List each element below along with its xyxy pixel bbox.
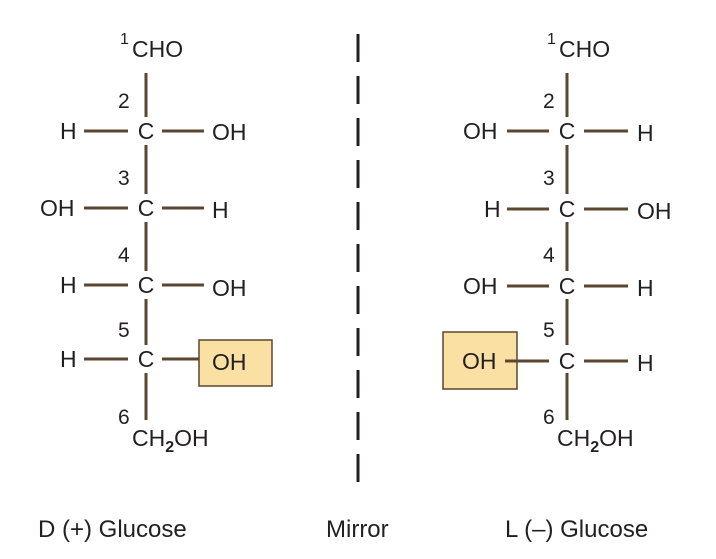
d-glucose-structure: 1 CHO 2 3 4 5 6 H C OH OH C <box>40 31 273 456</box>
aldehyde-group: CHO <box>559 36 610 62</box>
carbon-atom: C <box>559 348 576 374</box>
l-glucose-carbon-2-row: OH C H <box>463 118 654 146</box>
substituent-left-highlighted: OH <box>462 348 497 374</box>
carbon-3-number: 3 <box>543 167 555 190</box>
carbon-1-number: 1 <box>120 31 129 48</box>
l-glucose-carbon-5-row: OH C H <box>442 331 654 390</box>
carbon-4-number: 4 <box>118 244 130 267</box>
substituent-right: OH <box>212 275 247 301</box>
d-glucose-carbon-2-row: H C OH <box>60 118 247 145</box>
substituent-right: OH <box>637 198 672 224</box>
substituent-left: H <box>60 118 77 144</box>
carbon-5-number: 5 <box>118 319 130 342</box>
carbon-1-number: 1 <box>547 31 556 48</box>
carbon-atom: C <box>138 272 155 298</box>
substituent-left: H <box>60 272 77 298</box>
carbon-3-number: 3 <box>118 167 130 190</box>
substituent-right: H <box>637 350 654 376</box>
oh-label: OH <box>599 425 634 451</box>
oh-label: OH <box>174 425 209 451</box>
carbon-6-number: 6 <box>543 406 555 429</box>
carbon-6-number: 6 <box>118 406 130 429</box>
carbon-4-number: 4 <box>543 244 555 267</box>
substituent-right: OH <box>212 119 247 145</box>
aldehyde-group: CHO <box>132 36 183 62</box>
substituent-right-highlighted: OH <box>212 349 247 375</box>
substituent-left: OH <box>463 118 498 144</box>
substituent-left: OH <box>463 273 498 299</box>
l-glucose-carbon-3-row: H C OH <box>484 196 672 224</box>
substituent-left: H <box>60 346 77 372</box>
carbon-atom: C <box>559 196 576 222</box>
d-glucose-carbon-3-row: OH C H <box>40 195 229 223</box>
l-glucose-caption: L (–) Glucose <box>505 516 648 543</box>
l-glucose-carbon-4-row: OH C H <box>463 273 654 301</box>
substituent-right: H <box>637 275 654 301</box>
d-glucose-carbon-4-row: H C OH <box>60 272 247 301</box>
carbon-2-number: 2 <box>118 90 130 113</box>
carbon-2-number: 2 <box>543 90 555 113</box>
d-glucose-carbon-5-row: H C OH <box>60 339 273 387</box>
subscript-2: 2 <box>590 439 599 456</box>
ch-label: CH <box>132 425 165 451</box>
d-glucose-caption: D (+) Glucose <box>38 516 187 543</box>
carbon-atom: C <box>138 118 155 144</box>
subscript-2: 2 <box>165 439 174 456</box>
ch-label: CH <box>557 425 590 451</box>
substituent-right: H <box>212 197 229 223</box>
carbon-atom: C <box>559 118 576 144</box>
highlight-box <box>198 339 273 387</box>
carbon-atom: C <box>138 346 155 372</box>
carbon-5-number: 5 <box>543 319 555 342</box>
substituent-left: H <box>484 196 501 222</box>
substituent-left: OH <box>40 195 75 221</box>
substituent-right: H <box>637 120 654 146</box>
carbon-atom: C <box>138 195 155 221</box>
hydroxymethyl-group: CH2OH <box>132 425 209 456</box>
carbon-atom: C <box>559 273 576 299</box>
hydroxymethyl-group: CH2OH <box>557 425 634 456</box>
l-glucose-structure: 1 CHO 2 3 4 5 6 OH C H H C O <box>442 31 672 456</box>
mirror-caption: Mirror <box>326 516 389 543</box>
